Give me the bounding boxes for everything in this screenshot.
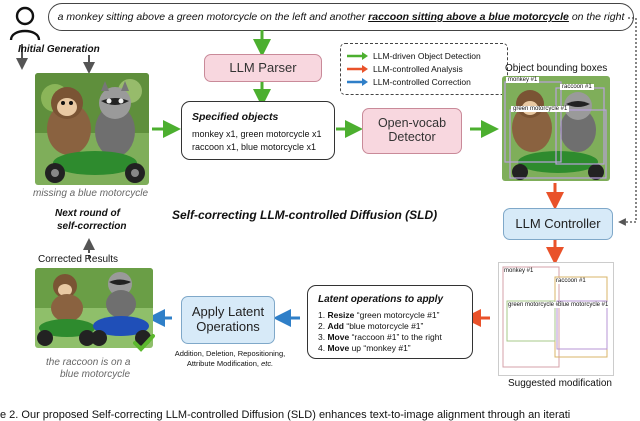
apply-latent-label-2: Operations — [196, 319, 260, 334]
legend-item-correction: LLM-controlled Correction — [373, 77, 471, 87]
specified-line-2: raccoon x1, blue motorcycle x1 — [192, 142, 317, 152]
apply-latent-label-1: Apply Latent — [191, 304, 265, 319]
latent-ops-title: Latent operations to apply — [318, 294, 444, 305]
bbox-tag-green: green motorcycle #1 — [511, 106, 570, 112]
legend-swatches — [347, 52, 368, 86]
llm-controller-box: LLM Controller — [503, 208, 613, 240]
specified-objects-title: Specified objects — [192, 111, 279, 123]
missing-caption: missing a blue motorcycle — [33, 188, 149, 199]
raccoon-caption-1: the raccoon is on a — [46, 357, 131, 368]
apply-latent-box: Apply Latent Operations — [181, 296, 275, 344]
bbox-tag-monkey: monkey #1 — [506, 77, 540, 83]
latent-op-3: 3. Move “raccoon #1” to the right — [318, 332, 442, 342]
llm-parser-label: LLM Parser — [229, 60, 297, 75]
bbox-tag-raccoon: raccoon #1 — [560, 84, 594, 90]
initial-generation-label: Initial Generation — [18, 44, 100, 55]
corrected-results-label: Corrected Results — [38, 254, 119, 265]
suggested-modification-label: Suggested modification — [508, 378, 612, 389]
check-icon — [133, 334, 155, 352]
detector-label-2: Detector — [388, 130, 436, 144]
corrected-image — [35, 268, 153, 348]
user-icon — [9, 6, 41, 41]
center-title: Self-correcting LLM-controlled Diffusion… — [172, 208, 438, 222]
bbox-image: monkey #1 raccoon #1 green motorcycle #1 — [502, 76, 610, 181]
raccoon-caption-2: blue motorcycle — [60, 369, 131, 380]
latent-op-2: 2. Add “blue motorcycle #1” — [318, 321, 424, 331]
latent-ops-panel: Latent operations to apply 1. Resize “gr… — [307, 285, 473, 359]
llm-parser-box: LLM Parser — [204, 54, 322, 82]
suggested-layout: monkey #1 raccoon #1 green motorcycle #1… — [498, 262, 614, 376]
ops-list-line-1: Addition, Deletion, Repositioning, — [174, 349, 286, 358]
suggested-tag-green: green motorcycle #1 — [508, 302, 563, 308]
initial-image — [35, 73, 149, 185]
dotted-prompt-to-controller — [618, 17, 637, 226]
prompt-highlight: raccoon sitting above a blue motorcycle — [368, 11, 569, 23]
legend-item-detection: LLM-driven Object Detection — [373, 51, 481, 61]
specified-line-1: monkey x1, green motorcycle x1 — [192, 129, 322, 139]
legend-item-analysis: LLM-controlled Analysis — [373, 64, 463, 74]
suggested-boxes — [502, 266, 608, 368]
detector-label-1: Open-vocab — [377, 116, 447, 130]
suggested-tag-blue: blue motorcycle #1 — [558, 302, 609, 308]
specified-objects-panel: Specified objects monkey x1, green motor… — [181, 101, 335, 160]
open-vocab-detector-box: Open-vocab Detector — [362, 108, 462, 154]
object-bboxes-label: Object bounding boxes — [505, 63, 608, 74]
prompt-suffix: on the right — [568, 11, 625, 23]
self-correction-label: self-correction — [57, 221, 127, 232]
latent-op-4: 4. Move up “monkey #1” — [318, 343, 411, 353]
suggested-tag-raccoon: raccoon #1 — [556, 278, 586, 284]
prompt-bubble: a monkey sitting above a green motorcycl… — [48, 3, 634, 31]
figure-caption: e 2. Our proposed Self-correcting LLM-co… — [0, 409, 571, 421]
legend-box: LLM-driven Object Detection LLM-controll… — [340, 43, 508, 95]
ops-list-line-2: Attribute Modification, etc. — [186, 359, 274, 368]
next-round-label: Next round of — [55, 208, 120, 219]
latent-op-1: 1. Resize “green motorcycle #1” — [318, 310, 440, 320]
prompt-prefix: a monkey sitting above a green motorcycl… — [57, 11, 369, 23]
suggested-tag-monkey: monkey #1 — [504, 268, 534, 274]
llm-controller-label: LLM Controller — [515, 216, 601, 231]
